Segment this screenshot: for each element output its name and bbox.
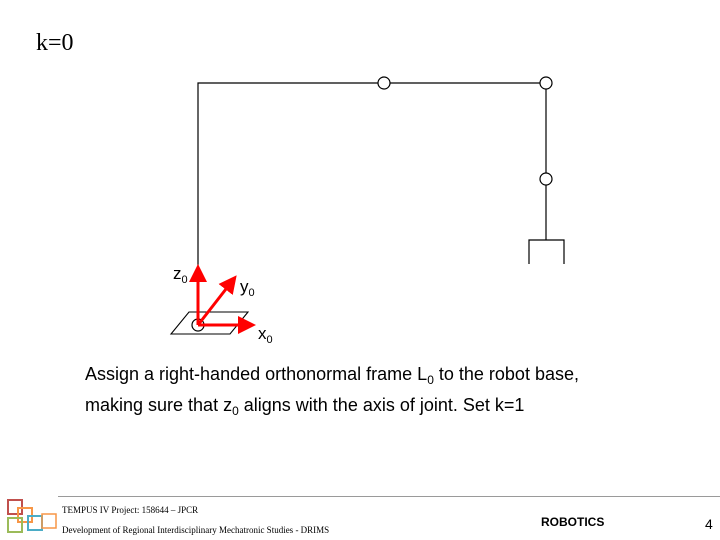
caption-text: Assign a right-handed orthonormal frame …	[85, 362, 685, 424]
robot-frame-diagram	[169, 76, 565, 335]
footer-course-label: ROBOTICS	[541, 515, 605, 529]
footer-project-text: TEMPUS IV Project: 158644 – JPCR	[62, 505, 199, 515]
slide-title: k=0	[36, 30, 74, 56]
caption-line-2: making sure that z0 aligns with the axis…	[85, 395, 525, 418]
page-number: 4	[705, 516, 713, 532]
z0-label: z0	[173, 264, 188, 286]
y0-label: y0	[240, 277, 255, 299]
base-plate	[169, 311, 250, 335]
robot-link-vertical	[197, 82, 384, 325]
tempus-logo-icon	[7, 499, 57, 533]
caption-line-1: Assign a right-handed orthonormal frame …	[85, 364, 579, 387]
y0-axis-arrow	[196, 275, 237, 326]
x0-label: x0	[258, 324, 273, 346]
joint-circle-3	[539, 172, 553, 186]
joint-circle-2	[539, 76, 553, 90]
footer-divider	[58, 496, 720, 497]
robot-gripper	[528, 239, 565, 264]
footer-program-text: Development of Regional Interdisciplinar…	[62, 525, 330, 535]
joint-circle-1	[377, 76, 391, 90]
